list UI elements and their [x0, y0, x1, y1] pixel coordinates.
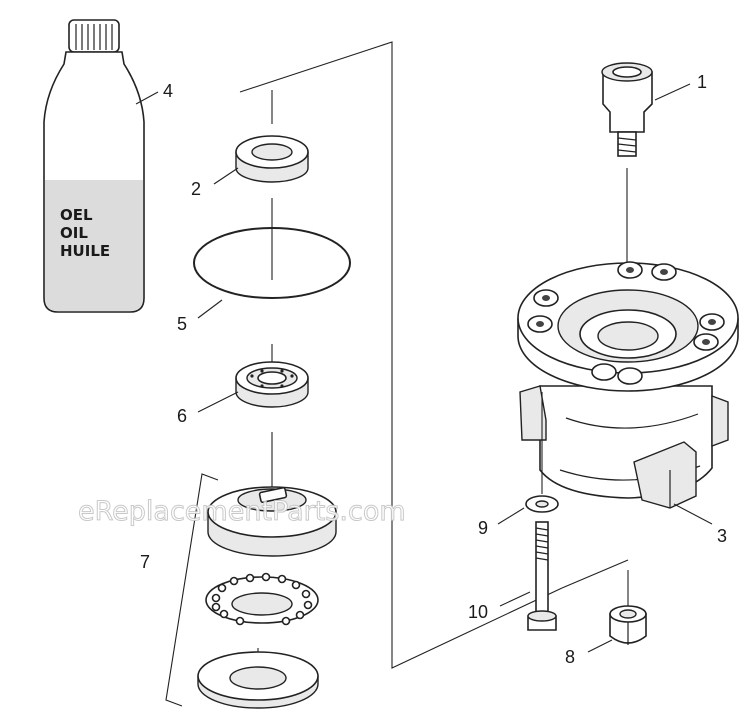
nut-part-8 [609, 605, 647, 645]
callout-leaders [135, 83, 713, 653]
callout-10: 10 [468, 602, 488, 622]
group-bracket-7 [165, 473, 219, 707]
callout-2: 2 [191, 179, 201, 199]
washer-part-9 [525, 495, 559, 513]
bolt-part-10 [527, 521, 557, 631]
bottle-label-line-3: HUILE [60, 242, 110, 260]
callout-1: 1 [697, 72, 707, 92]
callout-9: 9 [478, 518, 488, 538]
callout-7: 7 [140, 552, 150, 572]
oil-bottle: OEL OIL HUILE [43, 19, 145, 313]
bottle-label-line-2: OIL [60, 224, 88, 242]
assembly-bracket [239, 41, 629, 669]
callout-6: 6 [177, 406, 187, 426]
gear-housing-part-3 [517, 261, 739, 509]
thrust-cap [207, 486, 337, 557]
callout-4: 4 [163, 81, 173, 101]
bearing-part-6 [235, 361, 309, 408]
callout-5: 5 [177, 314, 187, 334]
callout-8: 8 [565, 647, 575, 667]
watermark-text: eReplacementParts.com [78, 496, 406, 527]
callout-3: 3 [717, 526, 727, 546]
bottle-label-line-1: OEL [60, 206, 93, 224]
fitting-part-1 [601, 62, 653, 157]
thrust-washer [197, 651, 319, 709]
ball-cage [205, 572, 319, 626]
seal-ring-part-2 [235, 135, 309, 183]
o-ring-part-5 [193, 227, 351, 299]
